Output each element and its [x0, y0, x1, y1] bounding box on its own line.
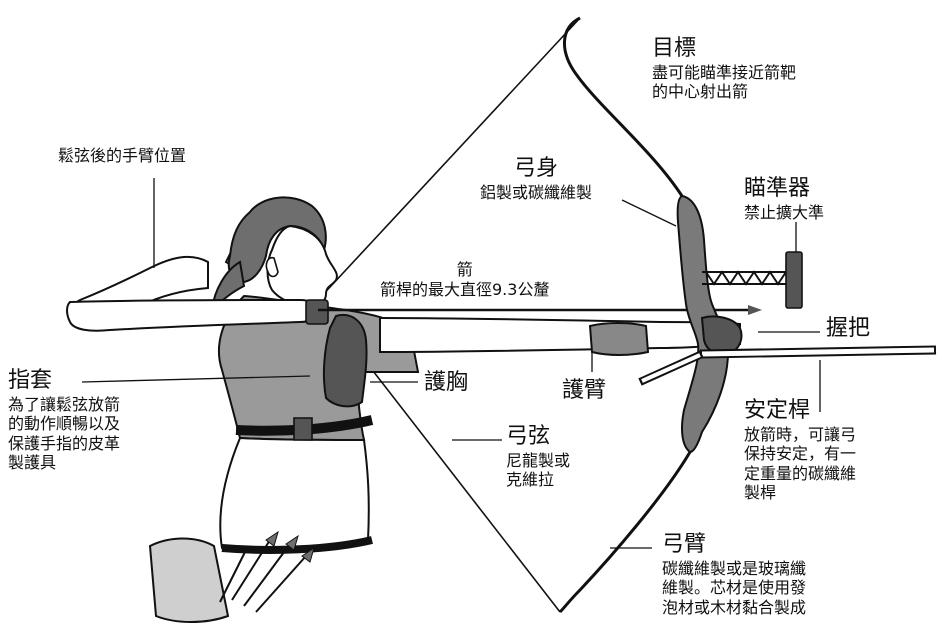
finger-tab	[305, 299, 329, 325]
long-rod-inner	[701, 347, 935, 357]
leader-bow-body	[621, 199, 677, 227]
sight-title: 瞄準器	[744, 176, 811, 201]
sight-desc: 禁止擴大準	[744, 202, 825, 222]
leader-finger-tab	[81, 375, 311, 383]
label-limb: 弓臂 碳纖維製或是玻璃纖 維製。芯材是使用發 泡材或木材黏合製成	[662, 532, 806, 617]
label-chest-guard: 護胸	[424, 370, 468, 397]
bowstring-title: 弓弦	[506, 424, 551, 449]
ear	[265, 256, 279, 278]
torso-lower	[219, 436, 370, 551]
label-arm-guard: 護臂	[562, 378, 606, 405]
limb-desc: 碳纖維製或是玻璃纖 維製。芯材是使用發 泡材或木材黏合製成	[662, 558, 807, 617]
label-grip: 握把	[826, 316, 870, 343]
bowstring-desc: 尼龍製或 克維拉	[506, 450, 571, 490]
label-sight: 瞄準器 禁止擴大準	[744, 176, 824, 222]
bowstring-upper	[317, 17, 581, 301]
sight-bar	[702, 270, 792, 286]
target-desc: 盡可能瞄準接近箭靶 的中心射出箭	[652, 62, 797, 102]
arrow-title: 箭	[456, 260, 473, 279]
hair	[227, 196, 327, 284]
arrow-point	[748, 305, 762, 315]
side-rod-inner	[641, 353, 701, 383]
post-release-title: 鬆弦後的手臂位置	[58, 146, 187, 165]
chest-guard-title: 護胸	[424, 370, 469, 395]
label-stabilizer: 安定桿 放箭時，可讓弓 保持安定，有一 定重量的碳纖維 製桿	[744, 398, 856, 503]
chest-guard-buckle	[293, 417, 313, 441]
arm-guard-title: 護臂	[562, 378, 607, 403]
stabilizer-title: 安定桿	[744, 398, 811, 423]
stabilizer-desc: 放箭時，可讓弓 保持安定，有一 定重量的碳纖維 製桿	[744, 424, 857, 503]
limb-title: 弓臂	[662, 532, 707, 557]
label-post-release: 鬆弦後的手臂位置	[58, 146, 186, 166]
label-finger-tab: 指套 為了讓鬆弦放箭 的動作順暢以及 保護手指的皮革 製護具	[8, 368, 120, 473]
finger-tab-title: 指套	[8, 368, 53, 393]
grip-title: 握把	[826, 316, 871, 341]
bow-arm	[379, 316, 741, 354]
arm-guard	[588, 322, 650, 356]
label-bow-body: 弓身 鋁製或碳纖維製	[480, 156, 592, 202]
quiver	[148, 537, 230, 623]
target-title: 目標	[652, 36, 697, 61]
quiver-arrows	[219, 539, 307, 613]
arrow-desc: 箭桿的最大直徑9.3公釐	[380, 279, 550, 299]
leader-lines	[81, 178, 821, 549]
drawing-arm	[66, 298, 320, 332]
chest-guard	[322, 314, 368, 408]
label-bowstring: 弓弦 尼龍製或 克維拉	[506, 424, 570, 490]
finger-tab-desc: 為了讓鬆弦放箭 的動作順暢以及 保護手指的皮革 製護具	[8, 394, 121, 473]
label-target: 目標 盡可能瞄準接近箭靶 的中心射出箭	[652, 36, 796, 102]
quiver-fletching	[265, 530, 315, 563]
upper-limb	[563, 16, 684, 197]
bow-body-title: 弓身	[514, 156, 559, 181]
bow-grip	[700, 315, 743, 356]
waist-belt	[221, 536, 373, 554]
label-arrow: 箭 箭桿的最大直徑9.3公釐	[380, 260, 549, 299]
sight-pin	[785, 251, 803, 309]
lower-limb	[558, 451, 692, 614]
bow-body-desc: 鋁製或碳纖維製	[480, 182, 593, 202]
